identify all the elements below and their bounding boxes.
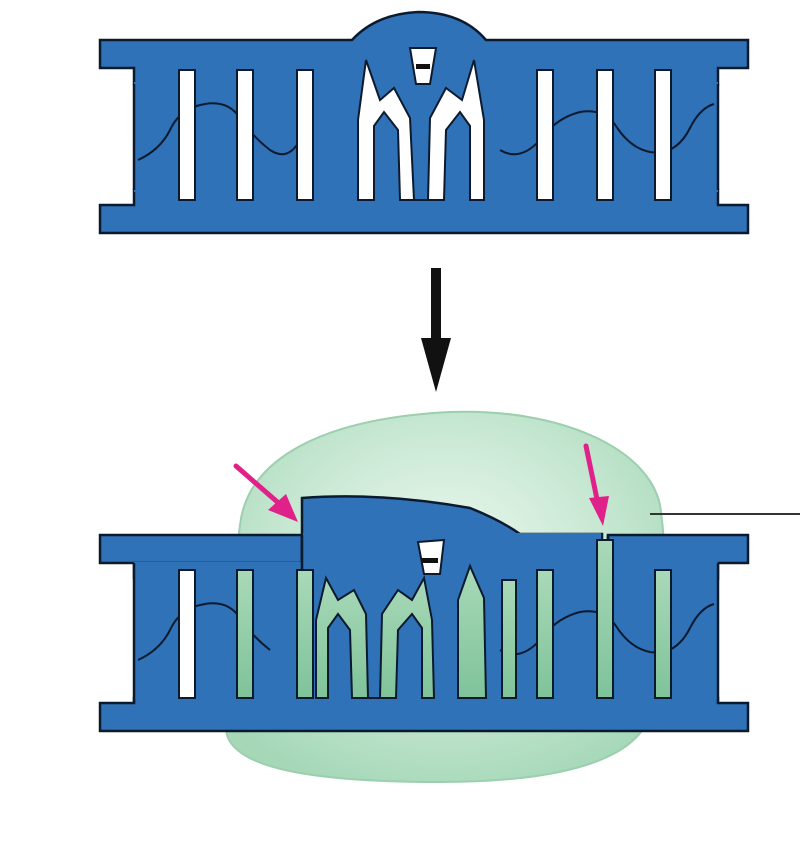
- base-pair-rung-covered: [501, 579, 517, 699]
- incision-arrow-left: [233, 463, 298, 522]
- lesion-adduct-2: [416, 538, 446, 575]
- base-pair-rung-covered: [536, 569, 554, 699]
- base-pair-rung: [536, 69, 554, 201]
- dna-duplex-with-repair-complex: [98, 410, 800, 784]
- base-pair-rung: [178, 569, 196, 699]
- base-pair-rung: [654, 69, 672, 201]
- damaged-dna-duplex: [98, 10, 750, 235]
- lesion-mark-2: [422, 558, 438, 563]
- base-pair-rung: [236, 69, 254, 201]
- lesion-distorted-bases: [357, 59, 485, 201]
- bottom-backbone-strand-2: [98, 696, 750, 733]
- base-pair-rung: [296, 69, 314, 201]
- base-pair-rung-covered: [296, 569, 314, 699]
- incision-arrow-right: [583, 443, 609, 526]
- base-pair-rung-covered: [596, 539, 614, 699]
- base-pair-rung: [596, 69, 614, 201]
- helix-wave-left: [137, 102, 301, 161]
- lesion-mark: [416, 64, 430, 69]
- base-pair-rung: [178, 69, 196, 201]
- lesion-side-bases: [457, 563, 488, 699]
- base-pair-rung-covered: [236, 569, 254, 699]
- transition-arrow: [421, 268, 451, 392]
- duplex-interior: [134, 82, 718, 192]
- lesion-distorted-bases-2: [315, 575, 436, 699]
- base-pair-rung-covered: [654, 569, 672, 699]
- bottom-backbone-strand: [98, 188, 750, 235]
